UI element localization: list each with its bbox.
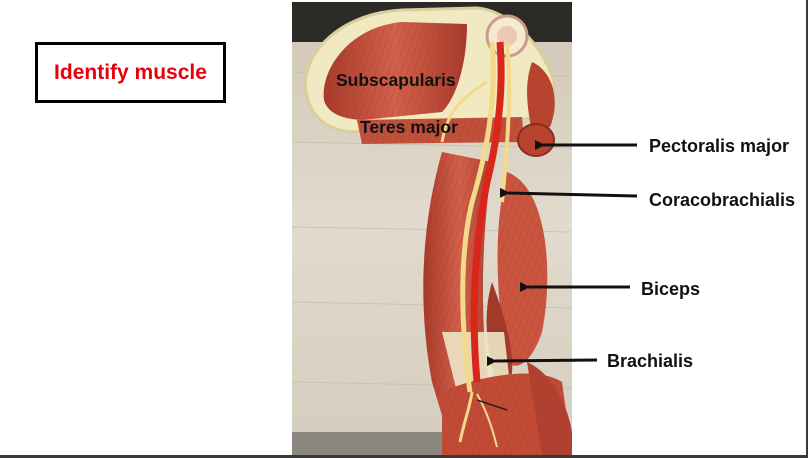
label-biceps: Biceps (641, 279, 701, 299)
label-brachialis: Brachialis (607, 351, 694, 371)
label-coracobrachialis: Coracobrachialis (649, 190, 796, 210)
label-pectoralis-major: Pectoralis major (649, 136, 790, 156)
title-box: Identify muscle (35, 42, 226, 103)
label-teres-major: Teres major (360, 117, 458, 137)
slide-title: Identify muscle (54, 60, 207, 84)
label-subscapularis: Subscapularis (336, 70, 456, 90)
arm-model-photo (292, 2, 572, 455)
